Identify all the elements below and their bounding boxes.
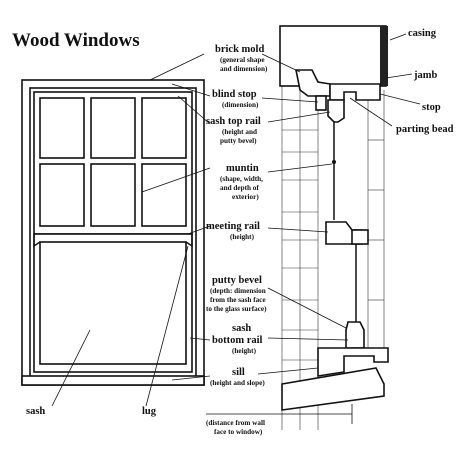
window-section (206, 25, 389, 430)
label-brick-mold: brick mold (215, 44, 264, 55)
label-sash-top-rail-sub1: (height and (222, 128, 257, 136)
label-muntin-sub1: (shape, width, (220, 175, 263, 183)
head-jamb (329, 83, 381, 101)
leader-lines (51, 33, 421, 407)
sash-top-rail-profile (327, 99, 345, 123)
lower-glass (39, 241, 187, 365)
label-casing: casing (408, 28, 437, 39)
label-sash-bottom-rail-2: bottom rail (212, 335, 263, 346)
pane (141, 97, 187, 159)
pane (39, 163, 85, 227)
muntin-profile (332, 160, 336, 164)
sill-profile (317, 347, 389, 377)
label-lug: lug (142, 406, 157, 417)
label-jamb: jamb (413, 70, 437, 81)
label-sash-bottom-rail-1: sash (232, 323, 251, 334)
label-parting-bead: parting bead (396, 124, 454, 135)
label-brick-mold-sub1: (general shape (220, 56, 265, 64)
label-sash-top-rail: sash top rail (206, 116, 261, 127)
label-sill: sill (232, 367, 245, 378)
sill-slope (281, 367, 385, 411)
blind-stop-profile (315, 95, 327, 111)
window-elevation (21, 79, 205, 386)
jamb-block (380, 26, 388, 86)
label-sash-top-rail-sub2: putty bevel) (220, 137, 257, 145)
label-blind-stop-sub: (dimension) (222, 101, 259, 109)
label-meeting-rail: meeting rail (206, 221, 260, 232)
meeting-rail-check (351, 229, 369, 245)
label-muntin-sub2: and depth of (220, 184, 259, 192)
label-putty-bevel-sub2: from the sash face (210, 296, 266, 304)
label-muntin-sub3: exterior) (232, 193, 259, 201)
pane (90, 97, 136, 159)
label-putty-bevel: putty bevel (212, 275, 262, 286)
label-putty-bevel-sub1: (depth: dimension (210, 287, 266, 295)
casing-head (279, 25, 387, 87)
label-sill-sub: (height and slope) (210, 379, 265, 387)
label-distance-sub1: (distance from wall (206, 419, 265, 427)
label-muntin: muntin (226, 163, 259, 174)
label-brick-mold-sub2: and dimension) (220, 65, 268, 73)
pane (39, 97, 85, 159)
window-sill (21, 375, 205, 386)
lug-left (33, 234, 41, 248)
pane (141, 163, 187, 227)
label-sash-bottom-rail-sub: (height) (232, 347, 257, 355)
lug-right (185, 234, 193, 248)
sash-bottom-rail-profile (345, 321, 365, 349)
label-blind-stop: blind stop (212, 89, 257, 100)
label-putty-bevel-sub3: to the glass surface) (206, 305, 267, 313)
pane (90, 163, 136, 227)
label-distance-sub2: face to window) (214, 428, 263, 436)
label-meeting-rail-sub: (height) (230, 233, 255, 241)
diagram-title: Wood Windows (12, 30, 140, 51)
label-sash: sash (26, 406, 45, 417)
label-stop: stop (422, 102, 441, 113)
labels: brick mold (general shape and dimension)… (26, 28, 454, 436)
